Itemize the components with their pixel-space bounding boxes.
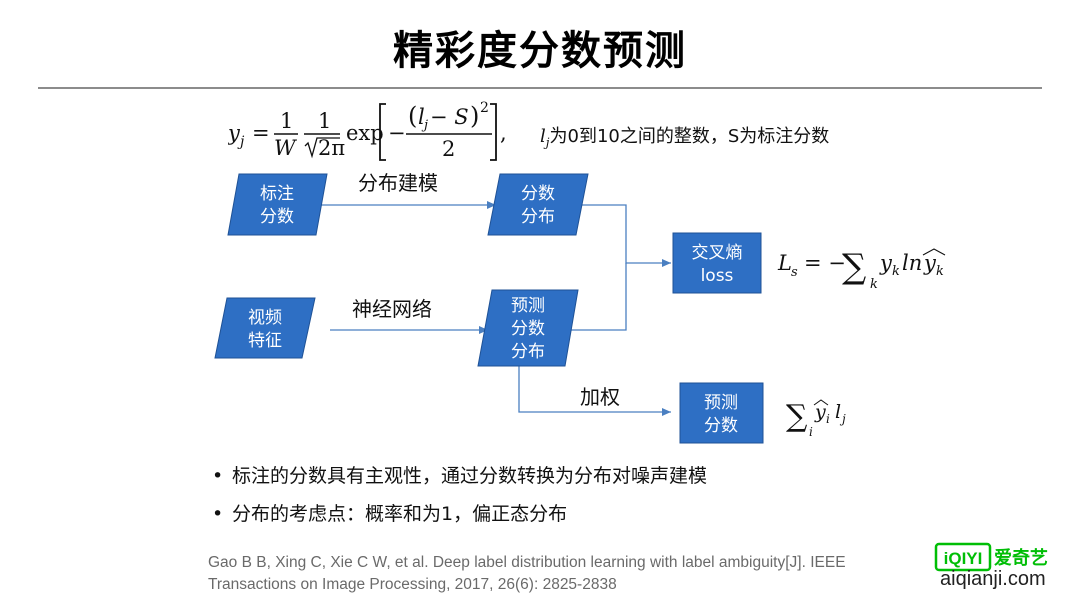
frac-power: 2 <box>480 100 489 116</box>
pred-yhat: y <box>814 401 826 423</box>
bullet-item: •标注的分数具有主观性，通过分数转换为分布对噪声建模 <box>212 465 708 487</box>
formula-loss: L s = − ∑ k y k ln y k <box>777 247 946 292</box>
node-cross-entropy-line2: loss <box>701 266 734 286</box>
edge-label-distribution-modeling: 分布建模 <box>358 171 438 195</box>
frac-minus-s: − S <box>430 105 469 129</box>
svg-text:,: , <box>500 121 507 145</box>
node-video-features-line1: 视频 <box>248 308 282 328</box>
watermark-text: aiqianji.com <box>940 568 1046 590</box>
citation-line1: Gao B B, Xing C, Xie C W, et al. Deep la… <box>208 554 846 571</box>
loss-eq: = − <box>804 251 846 275</box>
svg-text:): ) <box>470 102 479 130</box>
node-predicted-distribution: 预测 分数 分布 <box>477 289 579 367</box>
frac-one-den: W <box>274 136 298 160</box>
formula-condition: lj为0到10之间的整数，S为标注分数 <box>540 126 830 150</box>
frac-two-num: 1 <box>318 109 331 133</box>
edge-dist-to-loss <box>576 204 671 267</box>
node-predicted-distribution-line2: 分数 <box>511 319 545 339</box>
pred-hat-mark <box>813 399 829 406</box>
citation: Gao B B, Xing C, Xie C W, et al. Deep la… <box>208 552 928 596</box>
svg-text:=: = <box>252 121 270 145</box>
sqrt-content: 2π <box>318 136 345 160</box>
frac-l: l <box>418 105 425 129</box>
svg-text:爱奇艺: 爱奇艺 <box>994 547 1048 569</box>
iqiyi-logo: iQIYI 爱奇艺 <box>934 542 1048 572</box>
svg-text:(: ( <box>408 102 417 130</box>
loss-sum-sub: k <box>870 277 878 292</box>
pred-sum: ∑ <box>786 399 808 434</box>
frac-den-two: 2 <box>442 137 455 161</box>
loss-y-sub: k <box>892 264 900 279</box>
node-cross-entropy-line1: 交叉熵 <box>692 243 743 263</box>
loss-y: y <box>879 251 893 275</box>
node-label-scores: 标注 分数 <box>227 173 328 236</box>
formula-prediction: ∑ i y i l j <box>786 399 846 439</box>
node-distribution-line2: 分布 <box>521 207 555 227</box>
exp-label: exp <box>346 121 384 145</box>
page-title: 精彩度分数预测 <box>393 28 687 74</box>
pred-sum-sub: i <box>809 425 813 439</box>
bullet-item: •分布的考虑点：概率和为1，偏正态分布 <box>212 503 568 525</box>
frac-one-num: 1 <box>280 109 293 133</box>
node-video-features: 视频 特征 <box>214 297 316 359</box>
edge-pred-to-loss <box>566 263 627 331</box>
formula-lhs: y <box>228 121 241 145</box>
node-distribution: 分数 分布 <box>487 173 589 236</box>
edge-label-weighting: 加权 <box>580 385 620 409</box>
node-label-scores-line2: 分数 <box>260 207 294 227</box>
formula-gaussian: y j = 1 W 1 2π exp − ( l j − S ) 2 2 , <box>228 100 507 161</box>
loss-lhs: L <box>777 251 792 275</box>
node-predicted-distribution-line1: 预测 <box>511 296 545 316</box>
svg-text:iQIYI: iQIYI <box>944 549 983 568</box>
loss-hat-mark <box>922 248 946 256</box>
node-video-features-line2: 特征 <box>248 331 282 351</box>
loss-sum: ∑ <box>842 247 866 287</box>
edge-pred-to-scores <box>518 366 671 416</box>
citation-line2: Transactions on Image Processing, 2017, … <box>208 576 617 593</box>
node-predicted-scores-line2: 分数 <box>704 416 738 436</box>
svg-text:−: − <box>388 121 406 145</box>
edge-label-neural-net: 神经网络 <box>352 297 432 321</box>
title-divider <box>38 87 1042 89</box>
loss-ln: ln <box>902 251 922 275</box>
bullet-list: •标注的分数具有主观性，通过分数转换为分布对噪声建模 •分布的考虑点：概率和为1… <box>212 457 707 533</box>
pred-l-sub: j <box>839 412 846 426</box>
formula-lhs-sub: j <box>237 134 245 150</box>
node-predicted-distribution-line3: 分布 <box>511 342 545 362</box>
node-label-scores-line1: 标注 <box>260 184 294 204</box>
node-cross-entropy: 交叉熵 loss <box>672 232 762 294</box>
loss-lhs-sub: s <box>791 265 798 280</box>
node-predicted-scores-line1: 预测 <box>704 393 738 413</box>
pred-l: l <box>835 401 841 423</box>
node-predicted-scores: 预测 分数 <box>679 382 764 444</box>
frac-l-sub: j <box>421 118 428 133</box>
pred-yhat-sub: i <box>826 412 830 426</box>
node-distribution-line1: 分数 <box>521 184 555 204</box>
loss-yhat: y <box>923 251 937 275</box>
loss-yhat-sub: k <box>936 264 944 279</box>
